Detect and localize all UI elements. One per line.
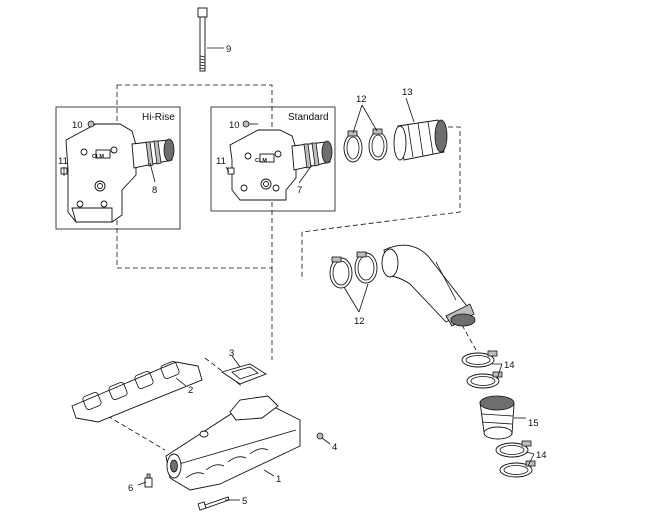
exhaust-manifold-part-1	[165, 395, 301, 491]
callout-4: 4	[332, 442, 337, 453]
exhaust-elbow-pipe	[381, 244, 476, 327]
callout-14-upper: 14	[504, 360, 515, 371]
callout-2: 2	[188, 385, 193, 396]
standard-box	[210, 106, 336, 212]
manifold-gasket-part-2	[71, 361, 203, 423]
callout-11-standard: 11	[216, 156, 226, 167]
standard-label: Standard	[288, 112, 329, 123]
callout-10-standard: 10	[229, 120, 240, 131]
hi-rise-box	[55, 106, 181, 230]
stud-part-9	[197, 7, 208, 72]
callout-15: 15	[528, 418, 539, 429]
leader-lines	[63, 47, 535, 501]
callout-1: 1	[276, 474, 281, 485]
callout-12-upper: 12	[356, 94, 367, 105]
small-fasteners	[144, 432, 324, 511]
callout-10-hi-rise: 10	[72, 120, 83, 131]
hi-rise-logo: CLM	[92, 154, 104, 160]
callout-8: 8	[152, 185, 157, 196]
callout-5: 5	[242, 496, 247, 507]
callout-9: 9	[226, 44, 231, 55]
callout-13: 13	[402, 87, 413, 98]
riser-gasket-part-3	[220, 363, 268, 385]
callout-14-lower: 14	[536, 450, 547, 461]
hi-rise-label: Hi-Rise	[142, 112, 175, 123]
clamps-upper-part-12	[343, 128, 388, 163]
hose-part-13	[393, 119, 448, 161]
standard-logo: CLM	[255, 158, 267, 164]
callout-6: 6	[128, 483, 133, 494]
callout-11-hi-rise: 11	[58, 156, 68, 167]
clamps-part-14-and-coupler-part-15	[461, 350, 536, 478]
callout-3: 3	[229, 348, 234, 359]
clamps-lower-part-12	[329, 251, 378, 289]
callout-7: 7	[297, 185, 302, 196]
callout-12-lower: 12	[354, 316, 365, 327]
